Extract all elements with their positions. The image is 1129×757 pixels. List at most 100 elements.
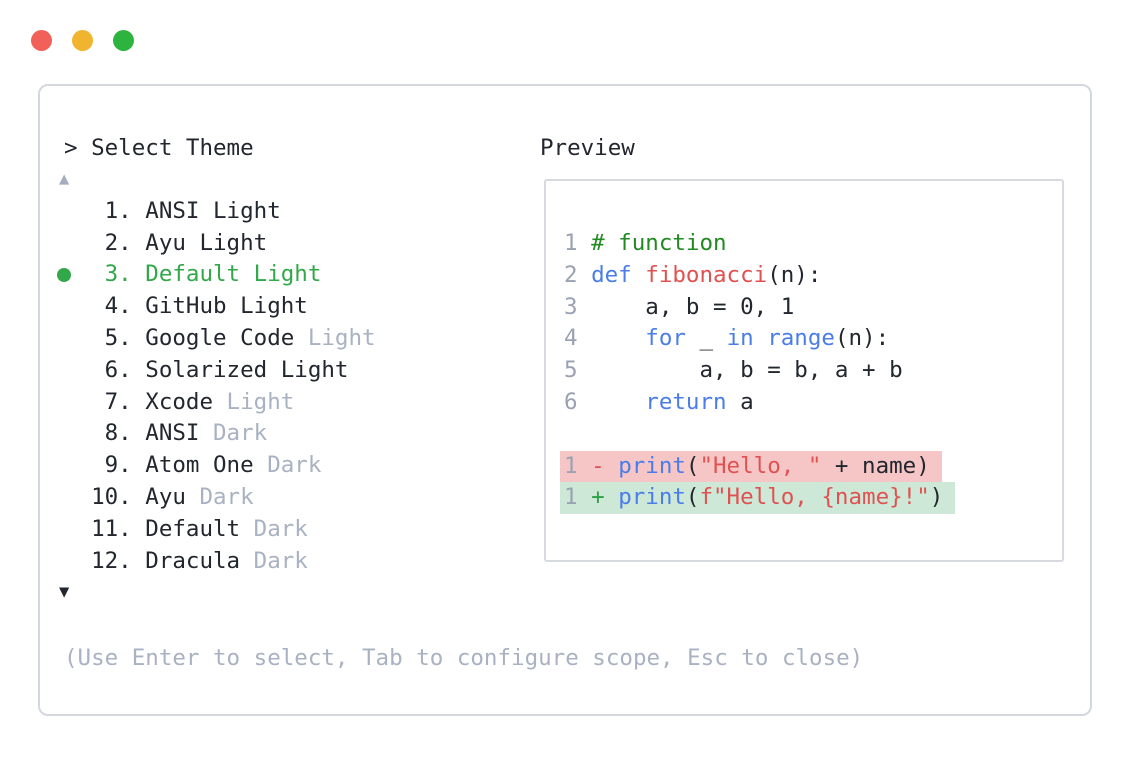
item-number: 7. — [64, 388, 146, 415]
item-number: 12. — [64, 547, 146, 574]
code-line: 5 a, b = b, a + b — [564, 355, 1062, 387]
zoom-button-icon[interactable] — [113, 30, 134, 51]
line-number: 3 — [564, 293, 592, 320]
item-number: 10. — [64, 483, 146, 510]
minimize-button-icon[interactable] — [72, 30, 93, 51]
code-token: _ — [685, 325, 727, 352]
theme-list-item[interactable]: 1. ANSI Light — [64, 196, 376, 228]
item-number: 11. — [64, 515, 146, 542]
item-number: 2. — [64, 229, 146, 256]
code-line: 2 def fibonacci(n): — [564, 260, 1062, 292]
item-name: Dracula — [145, 547, 241, 574]
item-name: Ayu — [145, 483, 186, 510]
item-name: Default — [145, 515, 241, 542]
code-token: a — [726, 388, 754, 415]
theme-list-item[interactable]: 7. Xcode Light — [64, 387, 376, 419]
item-name: Default Light — [145, 261, 322, 288]
code-token — [605, 453, 619, 479]
code-token: # function — [591, 230, 727, 256]
code-line — [564, 419, 1062, 451]
theme-list-item[interactable]: 12. Dracula Dark — [64, 546, 376, 578]
line-number: 1 — [564, 452, 592, 479]
theme-list-item[interactable]: 6. Solarized Light — [64, 355, 376, 387]
code-token: def — [591, 261, 632, 288]
diff-highlight: 1 + print(f"Hello, {name}!") — [560, 482, 956, 515]
theme-list-item[interactable]: 10. Ayu Dark — [64, 482, 376, 514]
scroll-down-icon[interactable]: ▼ — [59, 582, 70, 603]
theme-list-item[interactable]: 2. Ayu Light — [64, 228, 376, 260]
item-name: GitHub Light — [145, 293, 308, 320]
line-number: 1 — [564, 230, 592, 256]
code-token — [605, 484, 619, 510]
close-button-icon[interactable] — [31, 30, 52, 51]
theme-list-container: ▲ 1. ANSI Light 2. Ayu Light 3. Default … — [57, 164, 376, 609]
item-variant: Dark — [240, 515, 308, 542]
theme-selector-window: > Select Theme ▲ 1. ANSI Light 2. Ayu Li… — [38, 84, 1092, 716]
code-token — [591, 389, 645, 415]
item-number: 9. — [64, 452, 146, 479]
line-number: 2 — [564, 261, 592, 288]
window-controls — [31, 30, 134, 51]
theme-list-item[interactable]: 4. GitHub Light — [64, 291, 376, 323]
item-variant: Dark — [253, 452, 322, 479]
code-token: return — [645, 388, 727, 415]
scroll-up-icon[interactable]: ▲ — [59, 169, 70, 189]
item-variant: Dark — [185, 483, 254, 510]
diff-removed-line: 1 - print("Hello, " + name) — [560, 450, 1062, 483]
code-token: f"Hello, {name}!" — [699, 484, 930, 511]
item-name: ANSI Light — [145, 197, 281, 224]
theme-list-item[interactable]: 9. Atom One Dark — [64, 450, 376, 482]
code-token: (n): — [834, 325, 890, 352]
code-token — [632, 262, 646, 288]
code-token: fibonacci — [645, 261, 768, 288]
theme-list-item[interactable]: 8. ANSI Dark — [64, 418, 376, 450]
item-number: 4. — [64, 293, 146, 320]
item-name: ANSI — [145, 420, 200, 447]
help-text: (Use Enter to select, Tab to configure s… — [64, 645, 864, 671]
item-name: Ayu Light — [145, 229, 268, 256]
item-number: 6. — [64, 356, 146, 383]
code-line: 1 # function — [564, 228, 1062, 260]
code-token: print — [618, 484, 686, 511]
item-number: 8. — [64, 420, 146, 447]
code-token: ) — [929, 484, 944, 511]
selected-item-dot-icon — [57, 268, 71, 283]
line-number: 6 — [564, 388, 592, 415]
item-variant: Dark — [240, 547, 308, 574]
line-number — [564, 421, 591, 447]
item-variant: Dark — [199, 420, 268, 447]
item-variant: Light — [294, 324, 376, 351]
preview-title: Preview — [540, 135, 635, 161]
item-number: 1. — [64, 197, 146, 224]
code-line: 4 for _ in range(n): — [564, 323, 1062, 355]
item-name: Xcode — [145, 388, 214, 415]
theme-list: 1. ANSI Light 2. Ayu Light 3. Default Li… — [57, 196, 376, 578]
code-token: ( — [685, 484, 700, 511]
item-number: 5. — [64, 324, 146, 351]
line-number: 5 — [564, 357, 592, 384]
code-token: print — [618, 452, 686, 479]
theme-list-item[interactable]: 5. Google Code Light — [64, 323, 376, 355]
code-token: range — [767, 325, 835, 352]
item-name: Atom One — [145, 452, 254, 479]
diff-highlight: 1 - print("Hello, " + name) — [560, 450, 942, 483]
code-token: a, b = b, a + b — [591, 357, 903, 384]
item-name: Google Code — [145, 324, 295, 351]
select-theme-prompt: > Select Theme — [64, 135, 254, 161]
code-token — [591, 325, 645, 351]
code-token: in — [726, 325, 754, 352]
theme-list-item[interactable]: 11. Default Dark — [64, 514, 376, 546]
code-token: for — [645, 325, 686, 352]
line-number: 1 — [564, 484, 592, 511]
item-name: Solarized Light — [145, 356, 349, 383]
line-number: 4 — [564, 325, 592, 352]
code-token — [754, 325, 768, 351]
item-variant: Light — [213, 388, 295, 415]
item-number: 3. — [64, 261, 146, 288]
code-line: 6 return a — [564, 387, 1062, 419]
code-token: + — [591, 484, 605, 511]
theme-list-item[interactable]: 3. Default Light — [57, 259, 376, 291]
code-token: "Hello, " — [699, 452, 822, 479]
